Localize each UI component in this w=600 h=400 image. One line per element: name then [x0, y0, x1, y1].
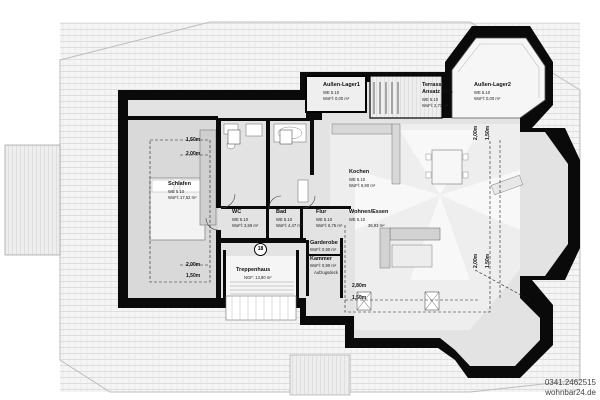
dimension-label: 2,00m	[186, 151, 201, 157]
aussen-lager2-label: Außen-Lager2	[474, 82, 511, 88]
wc-label: WC	[232, 209, 242, 215]
aussen-lager1-we: WE 5.10	[323, 90, 340, 95]
dormer-bottom	[289, 354, 351, 396]
treppenhaus-room	[226, 256, 296, 298]
dimension-label: 2,80m	[352, 283, 367, 289]
dimension-label-vertical: 1,50m	[485, 253, 491, 268]
kochen-label: Kochen	[349, 169, 370, 175]
kitchen-counter	[331, 123, 393, 135]
aussen-lager2-room	[451, 37, 546, 119]
aussen-lager2-we: WE 5.10	[474, 90, 491, 95]
bad-area: WoFl: 4,47 m²	[276, 223, 303, 228]
bad-label: Bad	[276, 209, 287, 215]
dimension-label: 1,50m	[352, 295, 367, 301]
schlafen-label: Schlafen	[168, 181, 191, 187]
kammer-note: Aufzugsdeck	[314, 270, 338, 275]
aussen-lager1-room	[305, 75, 367, 113]
schlafen-area: WoFl: 17,52 m²	[168, 195, 197, 200]
terrasse-we: WE 5.10	[422, 97, 439, 102]
garderobe-label: Garderobe	[310, 240, 338, 246]
light-rays	[355, 130, 520, 280]
aussen-lager2-area: WoFl: 0,00 m²	[474, 96, 501, 101]
terrasse-label-line2: Ansatz 50%	[422, 89, 453, 95]
living-light	[330, 124, 520, 330]
dimension-label: 1,50m	[186, 273, 201, 279]
kammer-area: WoFl: 0,90 m²	[310, 263, 337, 268]
flur-we: WE 5.10	[316, 217, 333, 222]
terrasse-label: Terrasse	[422, 82, 445, 88]
schlafen-we: WE 5.10	[168, 189, 185, 194]
garderobe-area: WoFl: 0,90 m²	[310, 247, 337, 252]
dimension-label: 1,50m	[186, 137, 201, 143]
dimension-label-vertical: 1,50m	[485, 125, 491, 140]
stair-number-badge: 18	[254, 243, 267, 256]
wohnen-label: Wohnen/Essen	[349, 209, 389, 215]
contact-website: wohnbar24.de	[545, 388, 596, 397]
dormer-left	[4, 144, 61, 256]
wc-we: WE 5.10	[232, 217, 249, 222]
kammer-label: Kammer	[310, 256, 333, 262]
kochen-area: WoFl: 8,90 m²	[349, 183, 376, 188]
wardrobe	[199, 129, 217, 226]
flur-area: WoFl: 6,75 m²	[316, 223, 343, 228]
dining-table	[431, 149, 463, 185]
interior-walls	[128, 116, 351, 300]
terrasse-area: WoFl: 2,73 m²	[422, 103, 449, 108]
roof-outline	[59, 21, 581, 393]
dimension-label-vertical: 2,00m	[473, 125, 479, 140]
wohnen-area: 36,93 m²	[368, 223, 385, 228]
bad-we: WE 5.10	[276, 217, 293, 222]
contact-phone: 0341.2462515	[544, 378, 596, 387]
aussen-lager1-area: WoFl: 0,00 m²	[323, 96, 350, 101]
dimension-label-vertical: 2,00m	[473, 253, 479, 268]
terrasse-room	[369, 75, 443, 119]
flur-label: Flur	[316, 209, 327, 215]
sofa	[389, 227, 441, 241]
wohnen-we: WE 5.10	[349, 217, 366, 222]
aussen-lager1-label: Außen-Lager1	[323, 82, 360, 88]
dimension-label: 2,00m	[186, 262, 201, 268]
height-lines	[149, 139, 531, 313]
wc-area: WoFl: 3,59 m²	[232, 223, 259, 228]
kochen-we: WE 5.10	[349, 177, 366, 182]
treppenhaus-area: NGF: 13,80 m²	[244, 275, 272, 280]
treppenhaus-label: Treppenhaus	[236, 267, 271, 273]
door-swings	[205, 193, 316, 231]
